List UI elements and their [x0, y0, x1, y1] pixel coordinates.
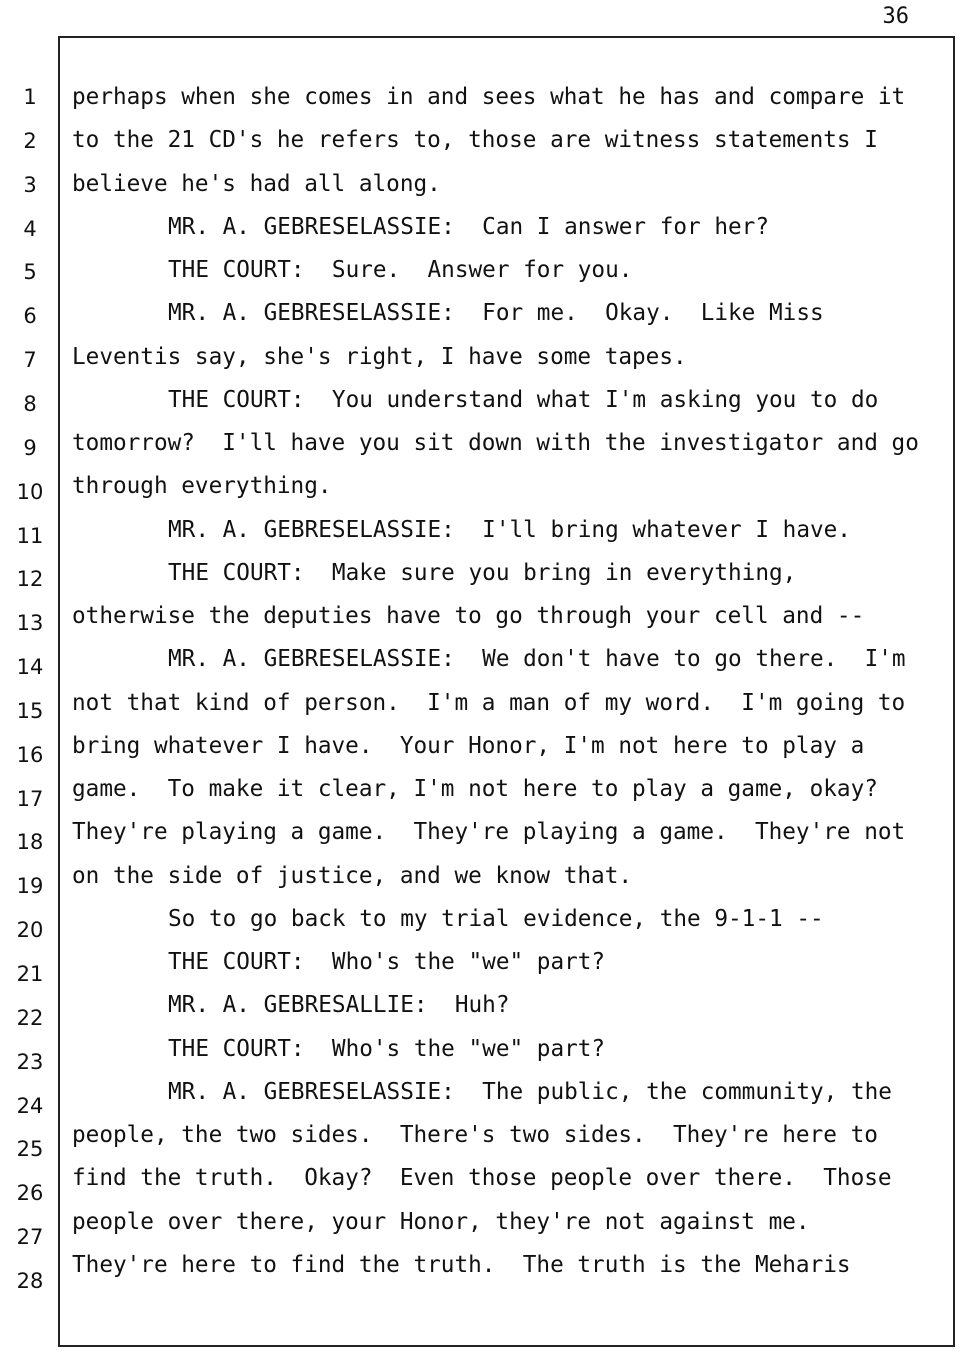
transcript-line: not that kind of person. I'm a man of my…	[72, 689, 906, 716]
transcript-line: MR. A. GEBRESELASSIE: The public, the co…	[168, 1078, 892, 1105]
transcript-line: game. To make it clear, I'm not here to …	[72, 776, 878, 802]
line-number: 9	[23, 435, 37, 460]
line-number: 4	[23, 216, 37, 241]
line-number: 5	[23, 260, 37, 285]
transcript-line: on the side of justice, and we know that…	[72, 862, 633, 889]
line-number: 15	[16, 698, 44, 723]
line-number: 18	[16, 830, 44, 855]
transcript-line: believe he's had all along.	[72, 170, 441, 197]
transcript-line: find the truth. Okay? Even those people …	[72, 1165, 892, 1192]
transcript-line: MR. A. GEBRESELASSIE: We don't have to g…	[168, 646, 906, 673]
line-number: 7	[23, 348, 37, 373]
line-number: 8	[23, 391, 37, 416]
transcript-border	[58, 36, 955, 1347]
transcript-line: people, the two sides. There's two sides…	[72, 1122, 878, 1148]
line-number: 12	[16, 567, 44, 592]
transcript-line: MR. A. GEBRESALLIE: Huh?	[168, 992, 510, 1019]
transcript-line: MR. A. GEBRESELASSIE: Can I answer for h…	[168, 213, 769, 240]
transcript-line: otherwise the deputies have to go throug…	[72, 603, 865, 629]
transcript-line: tomorrow? I'll have you sit down with th…	[72, 430, 919, 456]
transcript-line: Leventis say, she's right, I have some t…	[72, 343, 687, 370]
transcript-line: THE COURT: You understand what I'm askin…	[168, 386, 879, 413]
line-number: 10	[16, 479, 44, 504]
transcript-line: to the 21 CD's he refers to, those are w…	[72, 127, 878, 154]
line-number: 21	[16, 962, 44, 986]
line-number: 13	[16, 611, 44, 636]
line-number: 2	[23, 128, 37, 153]
transcript-line: THE COURT: Who's the "we" part?	[168, 1035, 606, 1062]
line-number: 19	[16, 874, 44, 899]
transcript-line: through everything.	[72, 473, 332, 500]
line-number: 1	[23, 85, 37, 109]
transcript-line: So to go back to my trial evidence, the …	[168, 905, 824, 932]
transcript-line: people over there, your Honor, they're n…	[72, 1208, 810, 1235]
transcript-line: perhaps when she comes in and sees what …	[72, 84, 906, 110]
transcript-line: MR. A. GEBRESELASSIE: For me. Okay. Like…	[168, 300, 824, 327]
line-number: 22	[16, 1005, 44, 1030]
transcript-line: THE COURT: Make sure you bring in everyt…	[168, 559, 797, 586]
line-number: 3	[23, 172, 37, 197]
transcript-line: THE COURT: Who's the "we" part?	[168, 949, 606, 975]
line-number: 11	[16, 523, 44, 548]
line-number: 23	[16, 1049, 44, 1074]
line-number: 24	[16, 1093, 44, 1118]
line-number: 26	[16, 1181, 44, 1206]
page-number: 36	[882, 4, 910, 29]
transcript-line: MR. A. GEBRESELASSIE: I'll bring whateve…	[168, 516, 851, 543]
transcript-line: They're here to find the truth. The trut…	[72, 1251, 851, 1278]
line-number: 27	[16, 1225, 44, 1250]
line-number: 20	[16, 918, 44, 943]
line-number: 28	[16, 1268, 44, 1293]
line-number: 14	[16, 655, 44, 680]
line-number: 6	[23, 304, 37, 329]
line-number: 16	[16, 742, 44, 767]
transcript-line: THE COURT: Sure. Answer for you.	[168, 257, 633, 283]
transcript-line: They're playing a game. They're playing …	[72, 819, 906, 846]
transcript-line: bring whatever I have. Your Honor, I'm n…	[72, 732, 865, 759]
line-number: 17	[16, 786, 44, 811]
line-number: 25	[16, 1137, 44, 1162]
